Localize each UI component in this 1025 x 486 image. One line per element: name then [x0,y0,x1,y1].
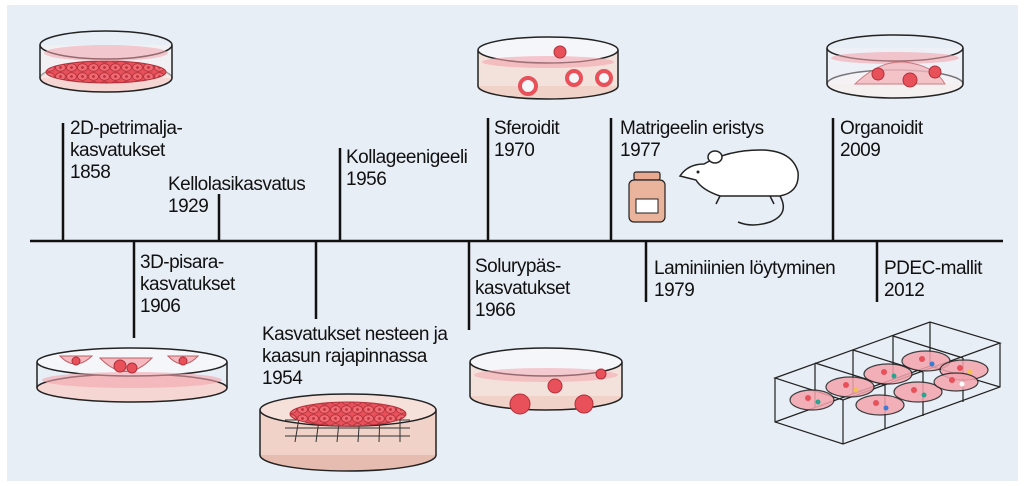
event-label-1906: 3D-pisara- kasvatukset 1906 [140,252,235,318]
matrigel-bottle-icon [629,172,665,222]
event-label-1858: 2D-petrimalja- kasvatukset 1858 [70,118,182,184]
organoid-dish-icon [827,35,963,98]
air-liquid-interface-dish-icon [260,394,436,471]
event-label-1970: Sferoidit 1970 [494,118,559,162]
petri-dish-monolayer-icon [40,31,172,92]
event-label-1929: Kellolasikasvatus 1929 [168,174,305,218]
rotating-aggregate-dish-icon [470,348,622,414]
event-label-1979: Laminiinien löytyminen 1979 [654,258,835,302]
event-label-1954: Kasvatukset nesteen ja kaasun rajapinnas… [262,324,447,390]
pdec-well-grid-icon [775,322,1000,444]
event-label-2009: Organoidit 2009 [840,118,923,162]
spheroid-dish-icon [478,37,618,99]
event-label-1977: Matrigeelin eristys 1977 [620,118,764,162]
event-label-1956: Kollageenigeeli 1956 [346,147,467,191]
event-label-1966: Solurypäs- kasvatukset 1966 [475,256,570,322]
event-label-2012: PDEC-mallit 2012 [884,258,982,302]
hanging-drop-dish-icon [37,348,227,402]
